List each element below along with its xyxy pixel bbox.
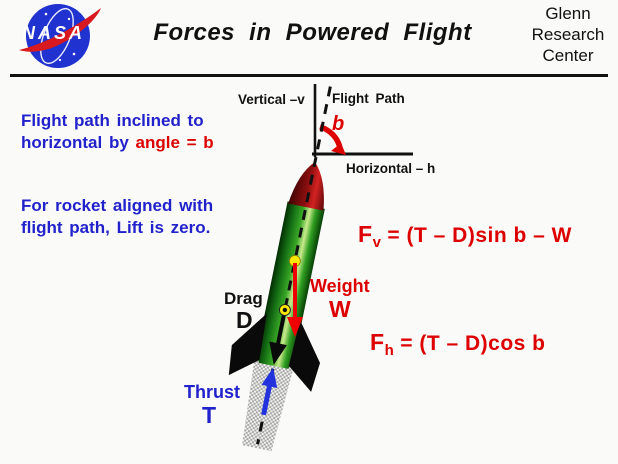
- left-fin: [228, 313, 267, 376]
- org-line: Research: [531, 25, 605, 44]
- fv-subscript: v: [372, 234, 382, 252]
- flight-path-label: Flight Path: [332, 91, 405, 106]
- drag-symbol: D: [236, 307, 253, 333]
- vertical-axis-label: Vertical –v: [238, 92, 305, 107]
- fh-expression: = (T – D)cos b: [400, 332, 546, 355]
- thrust-symbol: T: [202, 402, 217, 428]
- center-of-pressure-dot-core: [282, 307, 288, 313]
- fh-subscript: h: [384, 342, 395, 360]
- lift-note-line2: flight path, Lift is zero.: [21, 218, 211, 237]
- thrust-arrowhead: [261, 367, 278, 388]
- orbit-ellipse: [40, 7, 74, 65]
- lift-note-line1: For rocket aligned with: [21, 196, 214, 215]
- org-name: Glenn Research Center: [520, 3, 616, 66]
- thrust-label: Thrust: [184, 382, 240, 402]
- angle-equals-b-text: angle = b: [135, 133, 214, 152]
- rocket: [228, 86, 332, 452]
- header-divider: [10, 74, 608, 77]
- incline-note-line2: horizontal by angle = b: [21, 133, 214, 152]
- star-icon: [58, 58, 62, 62]
- weight-label: Weight: [310, 276, 370, 296]
- drag-label: Drag: [224, 289, 263, 308]
- horizontal-axis-label: Horizontal – h: [346, 161, 436, 176]
- fh-symbol: F: [370, 329, 385, 355]
- weight-symbol: W: [329, 296, 351, 322]
- nasa-wordmark: NASA: [22, 23, 86, 43]
- incline-note: Flight path inclined to horizontal by an…: [21, 110, 214, 154]
- fv-expression: = (T – D)sin b – W: [387, 224, 573, 247]
- star-icon: [67, 17, 71, 21]
- org-line: Center: [542, 46, 594, 65]
- weight-arrowhead: [287, 317, 303, 337]
- angle-b-label: b: [332, 113, 345, 135]
- angle-arc-arrowhead: [331, 143, 346, 155]
- page-title: Forces in Powered Flight: [153, 19, 472, 46]
- equation-horizontal-force: Fh = (T – D)cos b: [370, 329, 546, 359]
- nasa-swoosh: [19, 8, 101, 52]
- org-line: Glenn: [545, 4, 591, 23]
- lift-note: For rocket aligned with flight path, Lif…: [21, 195, 213, 239]
- nasa-logo: [19, 4, 101, 68]
- star-icon: [72, 52, 76, 56]
- fv-symbol: F: [358, 221, 373, 247]
- incline-note-line1: Flight path inclined to: [21, 111, 204, 130]
- nose-cone: [288, 162, 324, 211]
- right-fin: [288, 320, 321, 392]
- drag-arrowhead: [269, 341, 287, 365]
- thrust-arrow-shaft: [261, 382, 273, 416]
- equation-vertical-force: Fv = (T – D)sin b – W: [358, 221, 572, 251]
- star-icon: [44, 12, 48, 16]
